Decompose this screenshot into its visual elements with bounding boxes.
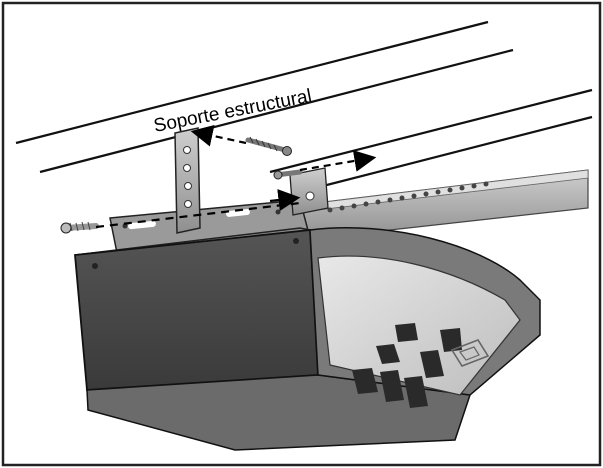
hanging-bracket [175, 128, 200, 233]
housing-screw-icon [92, 263, 98, 269]
housing-screw-icon [293, 238, 299, 244]
